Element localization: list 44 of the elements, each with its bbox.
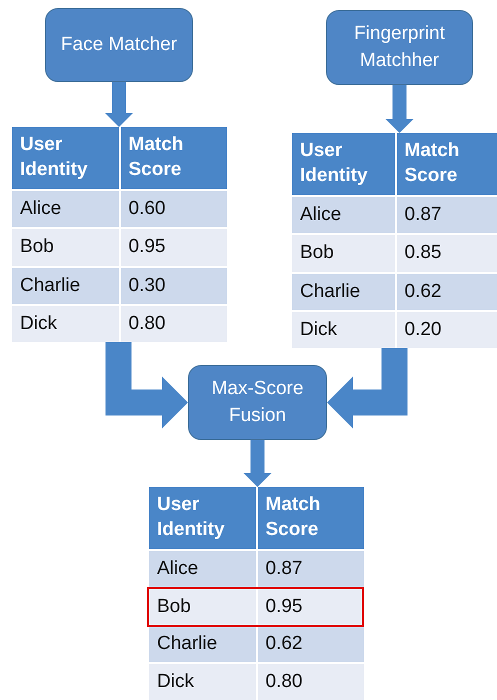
table-cell: 0.87 — [258, 551, 364, 587]
table-cell: Alice — [292, 197, 394, 234]
score-table — [12, 127, 225, 342]
table-cell: 0.80 — [258, 664, 364, 700]
table-header-cell: User Identity — [149, 487, 256, 549]
table-cell: 0.60 — [120, 191, 227, 228]
box-label: Fingerprint Matchher — [353, 22, 446, 72]
table-header-cell: User Identity — [12, 127, 118, 189]
table-cell: Charlie — [12, 268, 118, 304]
table-header-cell: Match Score — [258, 487, 364, 549]
table-cell: 0.85 — [396, 235, 497, 272]
table-cell: Bob — [12, 229, 118, 266]
box-label: Face Matcher — [60, 32, 178, 57]
table-cell: Dick — [12, 306, 118, 342]
block-arrow — [106, 342, 188, 428]
score-table — [292, 133, 497, 348]
table-cell: Charlie — [149, 626, 256, 662]
table-cell: 0.62 — [258, 626, 364, 662]
table-cell: Dick — [149, 664, 256, 700]
table-cell: 0.20 — [396, 312, 497, 348]
table-cell: 0.87 — [396, 197, 497, 234]
table-header-cell: Match Score — [120, 127, 227, 189]
process-box — [326, 10, 473, 85]
process-box — [188, 365, 327, 440]
table-cell: Bob — [292, 235, 394, 272]
table-header-cell: User Identity — [292, 133, 394, 195]
process-box — [45, 8, 193, 82]
table-cell: Bob — [149, 588, 256, 624]
block-arrow — [105, 82, 133, 127]
table-header-cell: Match Score — [396, 133, 497, 195]
table-cell: 0.30 — [120, 268, 227, 304]
table-cell: Alice — [12, 191, 118, 228]
box-label: Max-Score Fusion — [210, 376, 304, 428]
score-table — [149, 487, 362, 700]
block-arrow — [327, 348, 408, 428]
table-cell: Charlie — [292, 274, 394, 310]
table-cell: 0.95 — [258, 588, 364, 624]
table-cell: 0.80 — [120, 306, 227, 342]
block-arrow — [386, 85, 414, 133]
table-cell: Dick — [292, 312, 394, 348]
block-arrow — [244, 440, 272, 487]
table-cell: Alice — [149, 551, 256, 587]
table-cell: 0.95 — [120, 229, 227, 266]
table-cell: 0.62 — [396, 274, 497, 310]
